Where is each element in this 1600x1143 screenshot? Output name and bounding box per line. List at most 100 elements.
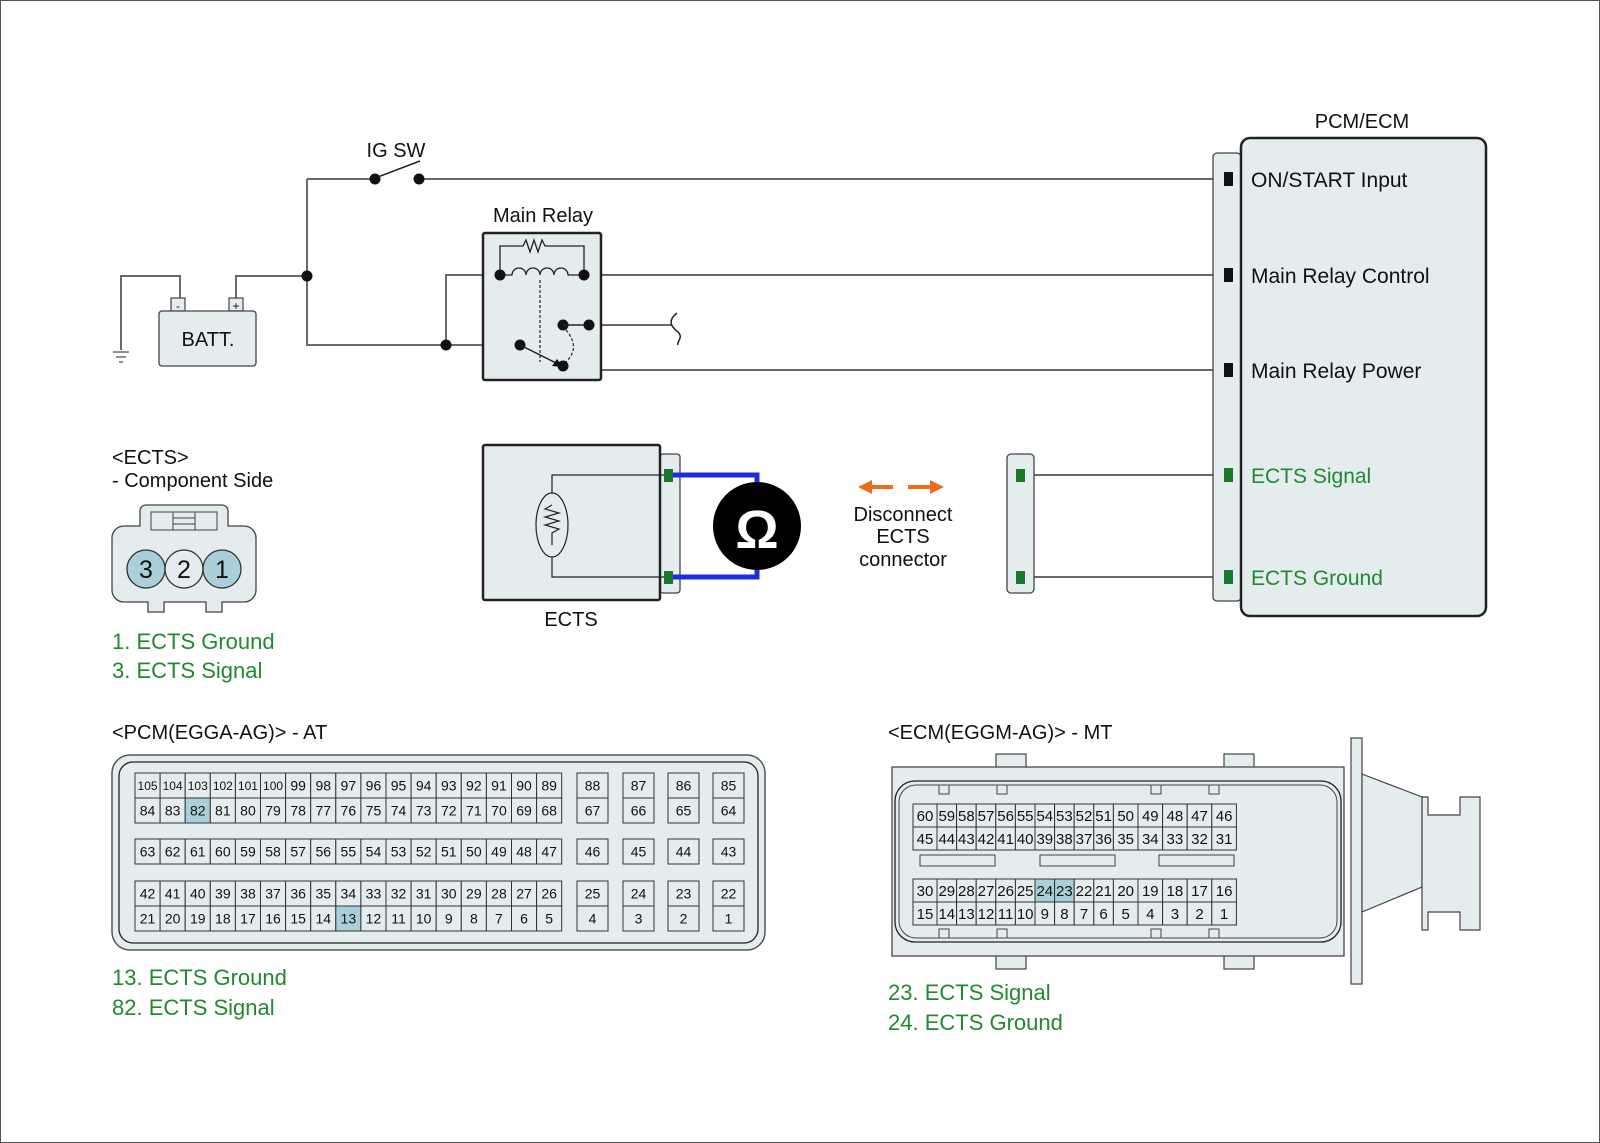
pin-number: 43 <box>958 831 975 848</box>
pin-number: 16 <box>265 911 281 927</box>
pin-number: 10 <box>1017 906 1034 923</box>
pin-number: 8 <box>1060 906 1068 923</box>
pcm-terminal-label: ECTS Ground <box>1251 567 1383 590</box>
pcm-pin-4 <box>576 905 609 932</box>
pin-number: 66 <box>631 803 647 819</box>
pcm-pin-16 <box>260 905 287 932</box>
pin-number: 4 <box>1146 906 1154 923</box>
pin-number: 30 <box>441 886 457 902</box>
pin-number: 46 <box>1216 808 1233 825</box>
pin-number: 75 <box>366 803 382 819</box>
pcm-terminal-label: Main Relay Power <box>1251 360 1421 383</box>
pin-number: 76 <box>341 803 357 819</box>
pin-number: 22 <box>1076 883 1093 900</box>
pcm-pin-18 <box>209 905 236 932</box>
pin-number: 93 <box>441 778 457 794</box>
pin-number: 44 <box>938 831 955 848</box>
battery-positive-label: + <box>232 299 239 313</box>
pin-number: 57 <box>290 844 306 860</box>
main-relay: Main Relay <box>481 205 603 382</box>
disconnect-label-line2: ECTS <box>876 526 929 548</box>
pcm-pin-43 <box>712 838 745 865</box>
pcm-pin-70 <box>485 797 512 824</box>
pin-number: 26 <box>997 883 1014 900</box>
pin-number: 47 <box>541 844 557 860</box>
pin-number: 65 <box>676 803 692 819</box>
pin-number: 11 <box>998 906 1014 923</box>
pin-number: 85 <box>721 778 737 794</box>
pcm-pin-59 <box>234 838 261 865</box>
battery-positive-wire <box>235 275 307 298</box>
pcm-pin-57 <box>285 838 312 865</box>
pcm-terminal-pin <box>1224 468 1233 482</box>
pin-number: 54 <box>366 844 382 860</box>
pcm-pin-9 <box>435 905 462 932</box>
ohm-icon: Ω <box>735 500 778 560</box>
pcm-legend-2: 82. ECTS Signal <box>112 995 275 1020</box>
pin-number: 39 <box>215 886 231 902</box>
pin-number: 60 <box>215 844 231 860</box>
pin-number: 33 <box>1167 831 1184 848</box>
pcm-pin-44 <box>667 838 700 865</box>
pcm-pin-45 <box>622 838 655 865</box>
pin-number: 14 <box>938 906 955 923</box>
pcm-connector-title: <PCM(EGGA-AG)> - AT <box>112 722 327 744</box>
pin-number: 78 <box>290 803 306 819</box>
ects-pin-1 <box>202 549 242 589</box>
pcm-pin-92 <box>460 772 487 799</box>
pin-number: 13 <box>958 906 975 923</box>
pin-number: 95 <box>391 778 407 794</box>
pin-number: 10 <box>416 911 432 927</box>
pcm-pin-54 <box>360 838 387 865</box>
battery: - + BATT. <box>158 297 257 367</box>
pin-number: 71 <box>466 803 482 819</box>
junction-dot <box>301 270 313 282</box>
ects-pin-number: 3 <box>139 556 153 584</box>
harness-connector <box>1006 453 1035 594</box>
pin-number: 83 <box>165 803 181 819</box>
disconnect-indicator: Disconnect ECTS connector <box>854 480 953 571</box>
pin-number: 54 <box>1036 808 1053 825</box>
pin-number: 97 <box>341 778 357 794</box>
pcm-pin-96 <box>360 772 387 799</box>
pin-number: 84 <box>140 803 156 819</box>
pin-number: 9 <box>445 911 453 927</box>
pin-number: 24 <box>631 886 647 902</box>
battery-ground-wire <box>120 275 181 350</box>
pin-number: 51 <box>441 844 457 860</box>
pin-number: 32 <box>391 886 407 902</box>
pin-number: 59 <box>938 808 955 825</box>
pin-number: 2 <box>680 911 688 927</box>
pcm-legend-1: 13. ECTS Ground <box>112 965 287 990</box>
pin-number: 28 <box>958 883 975 900</box>
pin-number: 89 <box>541 778 557 794</box>
pin-number: 38 <box>240 886 256 902</box>
junction-dot <box>440 339 452 351</box>
main-relay-label: Main Relay <box>493 205 593 227</box>
pin-number: 55 <box>1017 808 1034 825</box>
pin-number: 53 <box>1056 808 1073 825</box>
pin-number: 12 <box>978 906 995 923</box>
pcm-pin-39 <box>209 880 236 907</box>
pcm-pin-90 <box>511 772 538 799</box>
pin-number: 58 <box>265 844 281 860</box>
pin-number: 98 <box>315 778 331 794</box>
pin-number: 27 <box>978 883 995 900</box>
pin-number: 15 <box>917 906 934 923</box>
pin-number: 58 <box>958 808 975 825</box>
pin-number: 37 <box>1076 831 1093 848</box>
pin-number: 23 <box>676 886 692 902</box>
pin-number: 40 <box>1017 831 1034 848</box>
pcm-pin-42 <box>134 880 161 907</box>
pin-number: 25 <box>1017 883 1034 900</box>
pin-number: 46 <box>585 844 601 860</box>
pcm-terminal-pin <box>1224 268 1233 282</box>
pin-number: 64 <box>721 803 737 819</box>
pcm-terminal-label: ON/START Input <box>1251 169 1408 192</box>
pin-number: 73 <box>416 803 432 819</box>
pin-number: 59 <box>240 844 256 860</box>
pin-number: 11 <box>391 911 406 927</box>
pin-number: 6 <box>1099 906 1107 923</box>
